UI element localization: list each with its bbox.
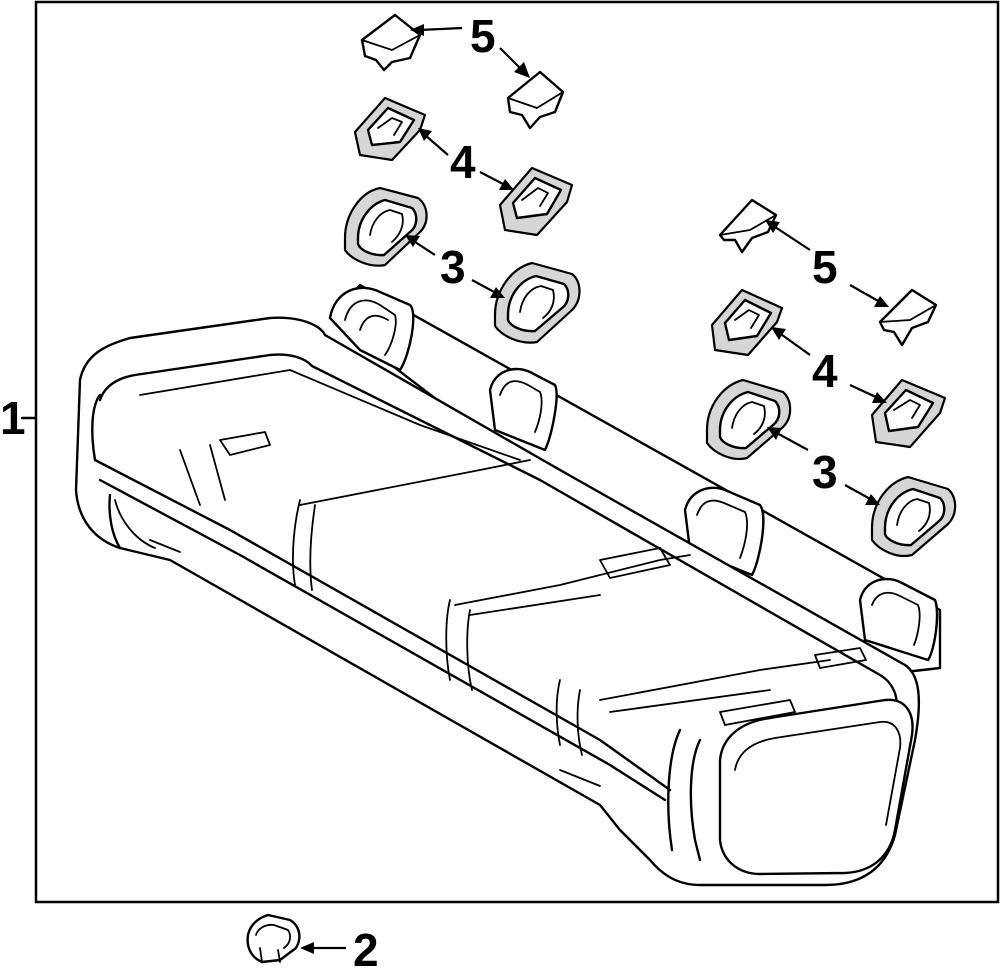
latch-trim-right-b — [870, 475, 957, 558]
latch-trim-right-a — [705, 378, 792, 461]
latch-cover-right-a — [718, 198, 778, 254]
latch-cover-left-a — [360, 13, 422, 72]
latch-trim-left-b — [493, 261, 581, 344]
diagram-frame — [34, 0, 1000, 904]
callout-5-left: 5 — [470, 10, 496, 62]
callout-1: 1 — [0, 392, 26, 444]
latch-trim-left-a — [343, 186, 428, 267]
callout-2: 2 — [353, 924, 379, 970]
latch-bezel-left-a — [353, 96, 427, 162]
callout-4-right: 4 — [812, 345, 838, 397]
latch-cover-right-b — [878, 288, 938, 347]
latch-cover-left-b — [506, 70, 565, 130]
callout-5-right: 5 — [812, 241, 838, 293]
latch-bezel-right-b — [870, 378, 947, 449]
latch-bezel-left-b — [498, 166, 574, 237]
callout-4-left: 4 — [450, 136, 476, 188]
clip-icon — [246, 913, 301, 964]
callout-3-left: 3 — [440, 241, 466, 293]
leader-arrows — [300, 24, 889, 954]
seat-cushion-icon — [74, 283, 942, 887]
latch-bezel-right-a — [710, 288, 784, 357]
callout-3-right: 3 — [812, 446, 838, 498]
